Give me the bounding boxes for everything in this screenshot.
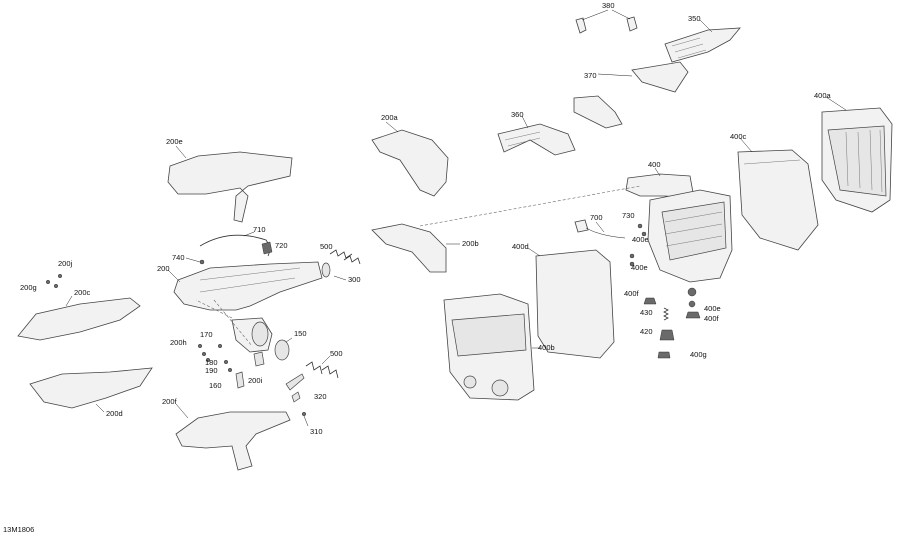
fasteners-400e bbox=[629, 223, 696, 308]
part-150-gasket bbox=[274, 337, 293, 361]
callout-200j: 200j bbox=[58, 259, 73, 268]
callout-200f: 200f bbox=[162, 397, 178, 406]
callout-360: 360 bbox=[511, 110, 524, 119]
part-200c-heatshield bbox=[17, 295, 141, 341]
part-170-bolt bbox=[217, 343, 223, 349]
callout-400f-2: 400f bbox=[704, 314, 720, 323]
part-200f-heatshield bbox=[175, 403, 291, 471]
part-400f-nuts bbox=[643, 297, 701, 319]
callout-200: 200 bbox=[157, 264, 170, 273]
part-200e-heatshield bbox=[167, 145, 293, 223]
part-200i-bracket bbox=[253, 351, 265, 367]
callout-740: 740 bbox=[172, 253, 185, 262]
part-300-gasket bbox=[321, 262, 347, 281]
callout-labels: 380 350 370 360 400a 400c 400 200a 200e … bbox=[20, 1, 832, 436]
callout-160: 160 bbox=[209, 381, 222, 390]
callout-400: 400 bbox=[648, 160, 661, 169]
part-200g-200j-bolts bbox=[45, 273, 63, 289]
callout-400d: 400d bbox=[512, 242, 529, 251]
callout-400e-3: 400e bbox=[704, 304, 721, 313]
callout-400e-1: 400e bbox=[632, 235, 649, 244]
part-320-rod bbox=[285, 373, 305, 403]
part-420-grommet bbox=[659, 329, 675, 341]
part-200b-heatshield bbox=[371, 223, 460, 273]
part-400a-heatshield bbox=[821, 96, 893, 213]
callout-170: 170 bbox=[200, 330, 213, 339]
part-180-190-washers bbox=[223, 359, 233, 373]
drawing-id: 13M1806 bbox=[3, 525, 34, 534]
callout-200e: 200e bbox=[166, 137, 183, 146]
callout-310: 310 bbox=[310, 427, 323, 436]
callout-710: 710 bbox=[253, 225, 266, 234]
callout-500-1: 500 bbox=[320, 242, 333, 251]
callout-400a: 400a bbox=[814, 91, 832, 100]
part-740-clamp bbox=[185, 257, 205, 265]
callout-430: 430 bbox=[640, 308, 653, 317]
part-200-exhaust-pipe bbox=[167, 261, 323, 353]
callout-200i: 200i bbox=[248, 376, 263, 385]
part-200a-heatshield bbox=[371, 121, 449, 197]
part-370-heatshield bbox=[573, 61, 689, 129]
callout-180: 180 bbox=[205, 358, 218, 367]
part-310-bolt bbox=[301, 411, 309, 427]
part-400-muffler bbox=[625, 167, 733, 297]
callout-380: 380 bbox=[602, 1, 615, 10]
part-500-springs-upper bbox=[329, 249, 361, 265]
part-380-clips bbox=[575, 9, 638, 34]
callout-400c: 400c bbox=[730, 132, 747, 141]
callout-500-2: 500 bbox=[330, 349, 343, 358]
part-200d-heatshield bbox=[29, 367, 153, 413]
callout-190: 190 bbox=[205, 366, 218, 375]
callout-400f-1: 400f bbox=[624, 289, 640, 298]
callout-700: 700 bbox=[590, 213, 603, 222]
part-700-sensor bbox=[574, 219, 626, 239]
part-400d-heatshield bbox=[527, 247, 615, 359]
callout-200h: 200h bbox=[170, 338, 187, 347]
callout-730: 730 bbox=[622, 211, 635, 220]
part-200h-bolts bbox=[197, 343, 211, 363]
part-160-bracket bbox=[235, 371, 245, 389]
part-710-wire bbox=[199, 231, 270, 257]
part-400b-heatshield bbox=[443, 293, 540, 401]
part-400c-heatshield bbox=[737, 137, 819, 251]
callout-200b: 200b bbox=[462, 239, 479, 248]
part-430-spring bbox=[663, 307, 669, 321]
callout-350: 350 bbox=[688, 14, 701, 23]
part-400g-nut bbox=[657, 351, 671, 359]
callout-400g: 400g bbox=[690, 350, 707, 359]
callout-200d: 200d bbox=[106, 409, 123, 418]
part-350-heatshield bbox=[664, 19, 741, 63]
callout-400e-2: 400e bbox=[631, 263, 648, 272]
callout-720: 720 bbox=[275, 241, 288, 250]
callout-200a: 200a bbox=[381, 113, 399, 122]
callout-370: 370 bbox=[584, 71, 597, 80]
callout-420: 420 bbox=[640, 327, 653, 336]
part-500-springs-lower bbox=[305, 355, 339, 379]
callout-320: 320 bbox=[314, 392, 327, 401]
callout-150: 150 bbox=[294, 329, 307, 338]
part-720-clip bbox=[261, 241, 273, 255]
callout-200g: 200g bbox=[20, 283, 37, 292]
callout-200c: 200c bbox=[74, 288, 91, 297]
callout-400b: 400b bbox=[538, 343, 555, 352]
callout-300: 300 bbox=[348, 275, 361, 284]
part-360-heatshield bbox=[497, 115, 576, 156]
